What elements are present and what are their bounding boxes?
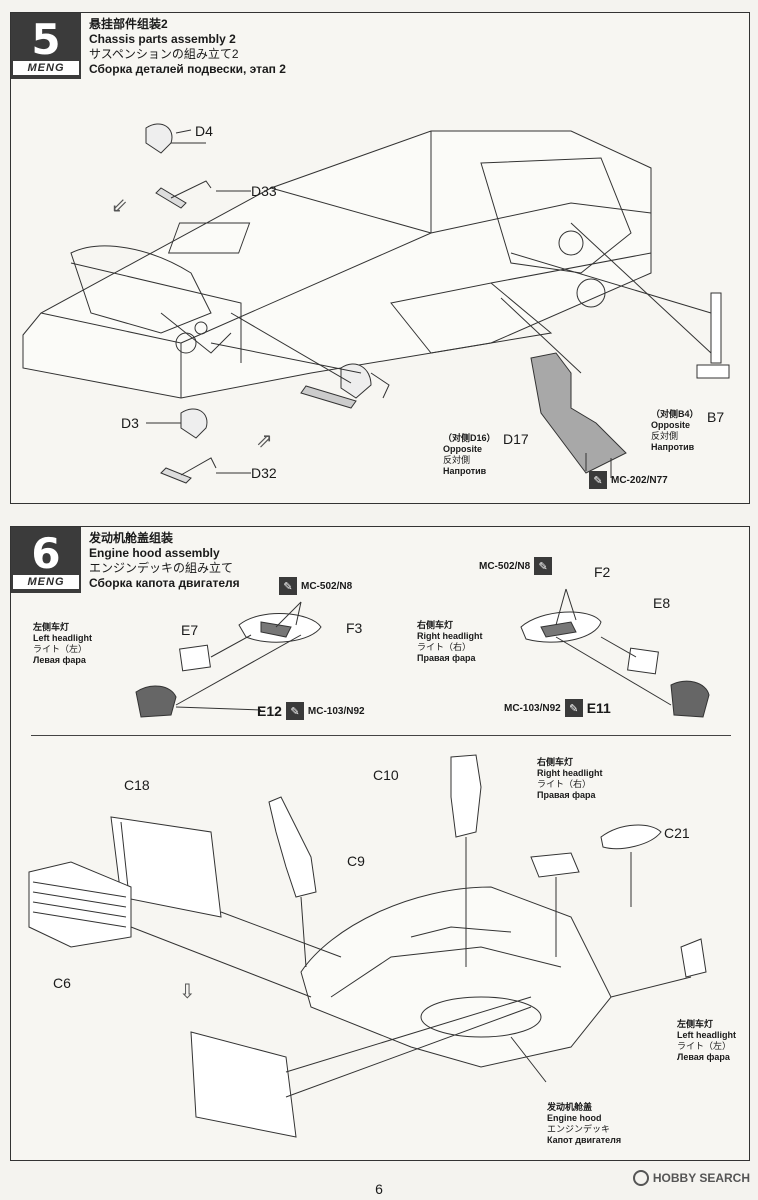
step-title-block: 发动机舱盖组装 Engine hood assembly エンジンデッキの組み立… <box>89 531 240 591</box>
part-label-d3: D3 <box>121 415 139 431</box>
left-headlight-label: 左侧车灯 Left headlight ライト（左） Левая фара <box>33 622 92 666</box>
paint-callout: ✎ MC-202/N77 <box>589 471 668 489</box>
label-zh: 发动机舱盖 <box>547 1102 593 1112</box>
hobby-search-logo-icon <box>632 1170 649 1186</box>
note-en: Opposite <box>651 420 691 430</box>
part-label-e7: E7 <box>181 622 199 638</box>
part-label-c6: C6 <box>53 975 71 991</box>
d17-note: （对侧D16） Opposite 反対側 Напротив <box>443 433 496 477</box>
label-ru: Левая фара <box>33 655 86 665</box>
watermark-text: HOBBY SEARCH <box>652 1171 750 1185</box>
label-en: Right headlight <box>537 768 603 778</box>
step-badge: 5 MENG <box>11 13 81 79</box>
paint-brush-icon: ✎ <box>564 699 583 717</box>
label-zh: 左侧车灯 <box>33 622 70 632</box>
note-ru: Напротив <box>651 442 695 452</box>
right-headlight-label: 右侧车灯 Right headlight ライト（右） Правая фара <box>417 620 483 664</box>
part-label-c9: C9 <box>347 853 365 869</box>
right-headlight-label-2: 右侧车灯 Right headlight ライト（右） Правая фара <box>537 757 603 801</box>
label-en: Left headlight <box>677 1030 736 1040</box>
part-label-f2: F2 <box>594 564 611 580</box>
paint-code: MC-103/N92 <box>307 705 365 717</box>
label-ja: ライト（右） <box>537 779 592 789</box>
paint-code: MC-202/N77 <box>611 474 668 486</box>
part-label-b7: B7 <box>707 409 725 425</box>
direction-arrow-icon: ⇩ <box>179 981 196 1003</box>
step-title-block: 悬挂部件组装2 Chassis parts assembly 2 サスペンション… <box>89 17 286 77</box>
paint-brush-icon: ✎ <box>589 471 607 489</box>
note-ja: 反対側 <box>651 431 679 441</box>
part-label-f3: F3 <box>346 620 363 636</box>
part-label-c18: C18 <box>124 777 150 793</box>
label-ru: Правая фара <box>537 790 596 800</box>
title-ru: Сборка деталей подвески, этап 2 <box>89 62 286 76</box>
paint-brush-icon: ✎ <box>285 702 304 720</box>
engine-hood-label: 发动机舱盖 Engine hood エンジンデッキ Капот двигател… <box>547 1102 621 1146</box>
part-label-d33: D33 <box>251 183 277 199</box>
paint-callout-tl: ✎ MC-502/N8 <box>279 577 352 595</box>
label-ja: ライト（右） <box>417 642 472 652</box>
note-zh: （对侧D16） <box>443 433 496 443</box>
note-ja: 反対側 <box>443 455 471 465</box>
step-number: 5 <box>31 15 61 64</box>
step-6-panel: 6 MENG 发动机舱盖组装 Engine hood assembly エンジン… <box>10 526 750 1161</box>
page-number: 6 <box>375 1181 383 1197</box>
label-ru: Правая фара <box>417 653 476 663</box>
part-label-e12: E12 <box>257 703 282 719</box>
label-en: Right headlight <box>417 631 483 641</box>
paint-brush-icon: ✎ <box>279 577 297 595</box>
title-zh: 发动机舱盖组装 <box>89 531 174 545</box>
b7-note: （对侧B4） Opposite 反対側 Напротив <box>651 409 699 453</box>
section-divider <box>31 735 731 736</box>
brand-logo: MENG <box>13 61 79 75</box>
brand-logo: MENG <box>13 575 79 589</box>
label-ja: ライト（左） <box>677 1041 732 1051</box>
paint-callout-bl: E12 ✎ MC-103/N92 <box>257 702 365 720</box>
paint-code: MC-502/N8 <box>479 560 531 572</box>
label-zh: 左侧车灯 <box>677 1019 714 1029</box>
paint-code: MC-502/N8 <box>301 580 353 592</box>
label-ru: Капот двигателя <box>547 1135 622 1145</box>
label-ru: Левая фара <box>677 1052 730 1062</box>
label-zh: 右侧车灯 <box>417 620 454 630</box>
note-ru: Напротив <box>443 466 487 476</box>
note-zh: （对侧B4） <box>651 409 699 419</box>
note-en: Opposite <box>443 444 483 454</box>
part-label-d4: D4 <box>195 123 213 139</box>
part-label-c21: C21 <box>664 825 690 841</box>
title-ja: サスペンションの組み立て2 <box>89 47 239 61</box>
step-number: 6 <box>31 529 61 578</box>
part-label-e11: E11 <box>586 700 611 716</box>
title-zh: 悬挂部件组装2 <box>89 17 168 31</box>
label-en: Engine hood <box>547 1113 602 1123</box>
direction-arrow-icon: ⇙ <box>111 195 128 217</box>
title-en: Chassis parts assembly 2 <box>89 32 236 46</box>
chassis-illustration <box>22 123 730 484</box>
part-label-e8: E8 <box>653 595 671 611</box>
watermark: HOBBY SEARCH <box>632 1170 750 1186</box>
title-ja: エンジンデッキの組み立て <box>89 561 234 575</box>
paint-callout-tr: MC-502/N8 ✎ <box>479 557 553 575</box>
title-ru: Сборка капота двигателя <box>89 576 240 590</box>
label-ja: ライト（左） <box>33 644 88 654</box>
label-en: Left headlight <box>33 633 92 643</box>
title-en: Engine hood assembly <box>89 546 220 560</box>
label-zh: 右侧车灯 <box>537 757 574 767</box>
paint-callout-br: MC-103/N92 ✎ E11 <box>504 699 611 717</box>
step-5-panel: 5 MENG 悬挂部件组装2 Chassis parts assembly 2 … <box>10 12 750 504</box>
label-ja: エンジンデッキ <box>547 1124 611 1134</box>
part-label-d17: D17 <box>503 431 529 447</box>
paint-brush-icon: ✎ <box>534 557 553 575</box>
part-label-d32: D32 <box>251 465 277 481</box>
left-headlight-label-2: 左侧车灯 Left headlight ライト（左） Левая фара <box>677 1019 736 1063</box>
paint-code: MC-103/N92 <box>504 702 561 714</box>
part-label-c10: C10 <box>373 767 399 783</box>
engine-hood-illustration <box>28 588 710 1138</box>
direction-arrow-icon: ⇗ <box>256 430 273 452</box>
step-badge: 6 MENG <box>11 527 81 593</box>
